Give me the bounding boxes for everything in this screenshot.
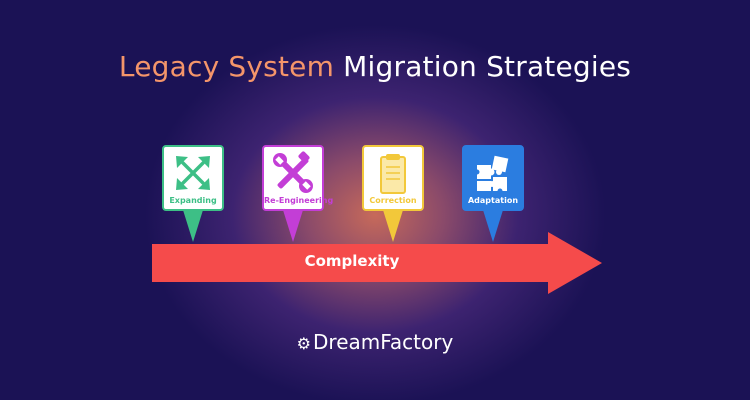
clipboard-icon: [380, 154, 406, 194]
strategy-label-adaptation: Adaptation: [467, 196, 519, 205]
complexity-label: Complexity: [304, 252, 400, 270]
diagram-title: Legacy System Migration Strategies: [0, 50, 750, 83]
expand-arrows-icon: [176, 156, 210, 190]
strategy-card-expanding: Expanding: [162, 145, 224, 211]
pin-correction: [383, 210, 403, 242]
title-rest: Migration Strategies: [343, 50, 632, 83]
strategy-label-expanding: Expanding: [169, 196, 217, 205]
brand-name: DreamFactory: [313, 330, 454, 354]
strategy-label-correction: Correction: [369, 196, 417, 205]
pin-adaptation: [483, 210, 503, 242]
gear-icon: ⚙: [296, 334, 312, 353]
brand-logo: ⚙DreamFactory: [0, 330, 750, 354]
pin-reengineering: [283, 210, 303, 242]
strategy-card-reengineering: Re-Engineering: [262, 145, 334, 211]
complexity-arrow: [152, 232, 602, 294]
wrench-screwdriver-icon: [273, 151, 313, 193]
strategy-card-adaptation: Adaptation: [462, 145, 524, 211]
puzzle-icon: [474, 155, 509, 194]
strategy-label-reengineering: Re-Engineering: [264, 196, 334, 205]
title-highlight: Legacy System: [118, 50, 335, 83]
pin-expanding: [183, 210, 203, 242]
strategy-card-correction: Correction: [362, 145, 424, 211]
